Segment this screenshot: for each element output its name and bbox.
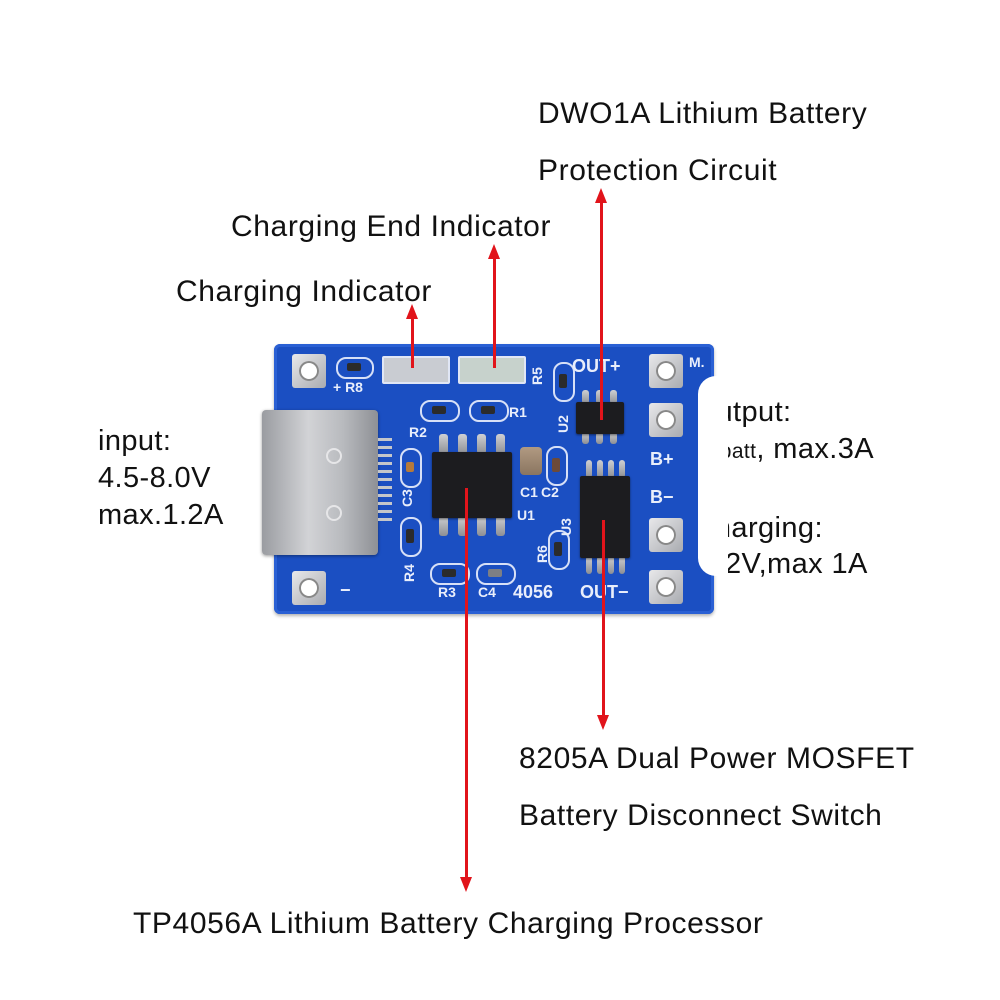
- pad-plus: [292, 354, 326, 388]
- charging-indicator-label: Charging Indicator: [176, 275, 432, 308]
- usb-mount-hole-top: [326, 448, 342, 464]
- board-notch: [698, 376, 728, 576]
- capacitor-c2: [546, 446, 568, 486]
- resistor-r4: [400, 517, 422, 557]
- silk-r5: R5: [528, 367, 545, 385]
- resistor-r8: [336, 357, 374, 379]
- silk-m: M.: [689, 354, 705, 370]
- processor-label: TP4056A Lithium Battery Charging Process…: [133, 907, 764, 940]
- usb-mount-hole-bottom: [326, 505, 342, 521]
- chip-u3-8205a: [580, 476, 630, 558]
- pad-out-plus: [649, 354, 683, 388]
- resistor-r5: [553, 362, 575, 402]
- pad-minus: [292, 571, 326, 605]
- resistor-r6: [548, 530, 570, 570]
- mosfet-label-line1: 8205A Dual Power MOSFET: [519, 742, 915, 775]
- arrow-charging-processor: [460, 488, 472, 892]
- input-heading: input:: [98, 425, 172, 457]
- silk-r1: R1: [509, 404, 527, 420]
- silk-c2: C2: [541, 484, 559, 500]
- silk-c4: C4: [478, 584, 496, 600]
- pad-b-plus: [649, 403, 683, 437]
- silk-u1: U1: [517, 507, 535, 523]
- resistor-r2: [420, 400, 460, 422]
- arrow-charging-end-indicator: [488, 244, 500, 368]
- mosfet-label-line2: Battery Disconnect Switch: [519, 799, 883, 832]
- silk-c1: C1: [520, 484, 538, 500]
- charging-end-led: [458, 356, 526, 384]
- protection-label-line2: Protection Circuit: [538, 154, 778, 187]
- silk-b-minus: B−: [650, 487, 674, 507]
- input-current: max.1.2A: [98, 499, 224, 531]
- silk-plus-r8: + R8: [333, 379, 363, 395]
- arrow-protection-circuit: [595, 188, 607, 420]
- capacitor-c3: [400, 448, 422, 488]
- silk-out-plus: OUT+: [572, 356, 621, 376]
- arrow-mosfet: [597, 520, 609, 730]
- chip-u1-tp4056: [432, 452, 512, 518]
- usb-c-connector: [262, 410, 378, 555]
- arrow-charging-indicator: [406, 304, 418, 368]
- silk-model-4056: 4056: [513, 582, 554, 602]
- silk-r6: R6: [533, 545, 550, 563]
- silk-u3: U3: [557, 518, 574, 536]
- resistor-r1: [469, 400, 509, 422]
- silk-r4: R4: [400, 564, 417, 582]
- charging-led: [382, 356, 450, 384]
- charging-end-indicator-label: Charging End Indicator: [231, 210, 552, 243]
- pad-b-minus: [649, 518, 683, 552]
- silk-r2: R2: [409, 424, 427, 440]
- silk-c3: C3: [398, 489, 415, 507]
- capacitor-c1: [520, 447, 542, 475]
- pad-out-minus: [649, 570, 683, 604]
- silk-u2: U2: [554, 415, 571, 433]
- capacitor-c4: [476, 563, 516, 585]
- protection-label-line1: DWO1A Lithium Battery: [538, 97, 868, 130]
- input-voltage: 4.5-8.0V: [98, 462, 211, 494]
- output-current: , max.3A: [756, 433, 875, 465]
- silk-r3: R3: [438, 584, 456, 600]
- silk-minus: −: [340, 580, 351, 600]
- silk-b-plus: B+: [650, 449, 674, 469]
- output-v-subscript: batt: [719, 440, 757, 463]
- resistor-r3: [430, 563, 470, 585]
